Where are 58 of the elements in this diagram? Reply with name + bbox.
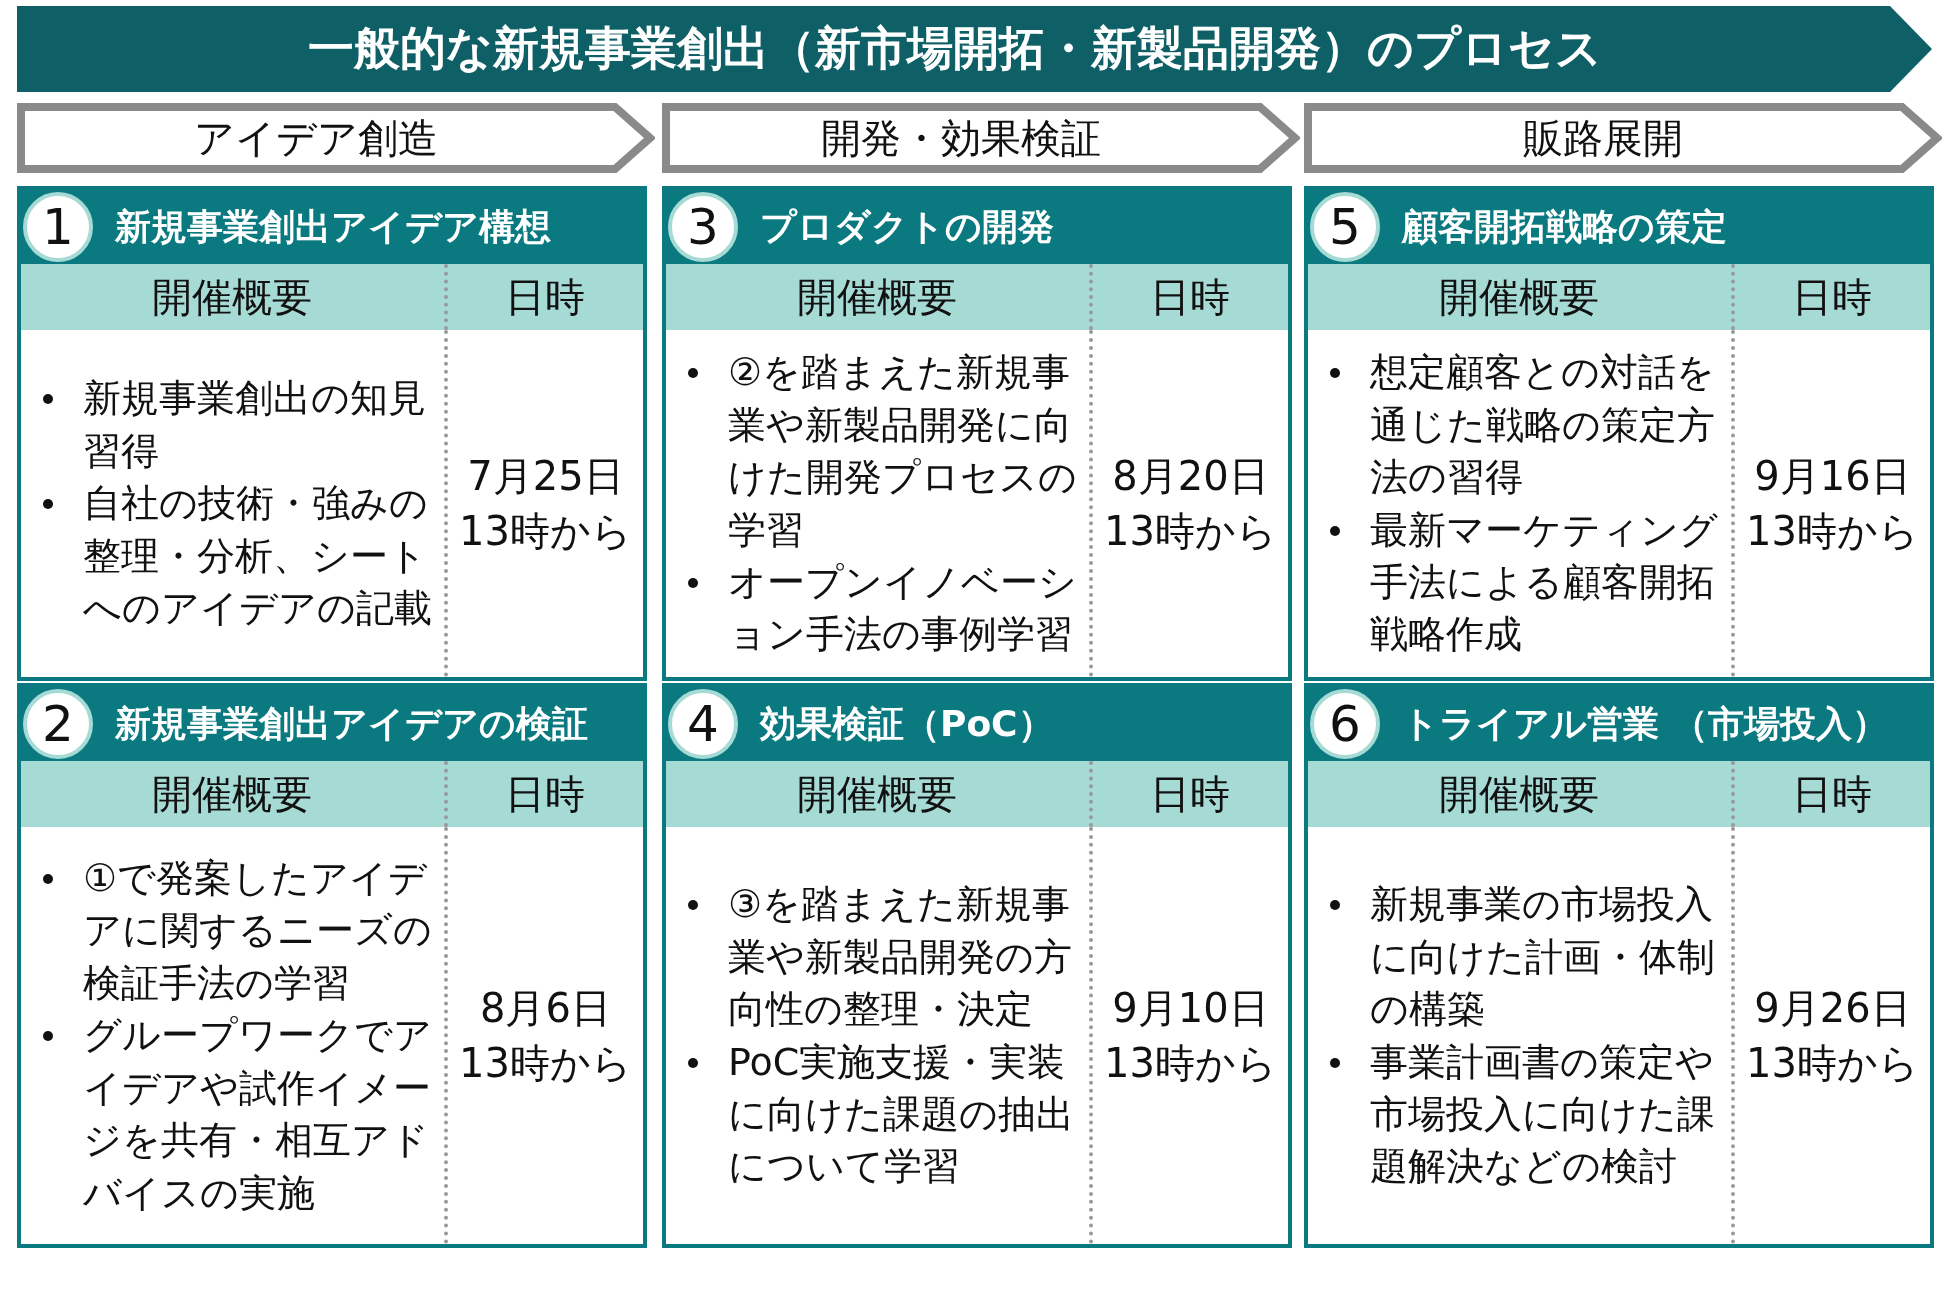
step-card (662, 186, 1292, 681)
time-text: 13時から (1746, 1038, 1919, 1088)
card-title: プロダクトの開発 (760, 204, 1054, 249)
step-number: 6 (1310, 689, 1380, 759)
time-text: 13時から (1104, 506, 1277, 556)
date-text: 8月6日 (480, 983, 611, 1033)
card-title: トライアル営業 （市場投入） (1402, 701, 1888, 746)
column-header: 開催概要 (797, 272, 958, 322)
column-header: 開催概要 (797, 769, 958, 819)
card-title: 新規事業創出アイデアの検証 (115, 701, 588, 746)
step-number: 3 (668, 192, 738, 262)
bullet-item: グループワークでアイデアや試作イメージを共有・相互アドバイスの実施 (83, 1013, 432, 1215)
column-header: 日時 (1792, 272, 1873, 322)
time-text: 13時から (459, 506, 632, 556)
step-number: 1 (23, 192, 93, 262)
date-text: 9月10日 (1112, 983, 1269, 1033)
bullet-item: ②を踏まえた新規事業や新製品開発に向けた開発プロセスの学習 (728, 350, 1077, 552)
step-card (1304, 186, 1934, 681)
phase-label: 販路展開 (1523, 113, 1683, 163)
time-text: 13時から (459, 1038, 632, 1088)
step-number: 5 (1310, 192, 1380, 262)
column-header: 日時 (505, 272, 586, 322)
date-text: 8月20日 (1112, 451, 1269, 501)
bullet-item: 最新マーケティング手法による顧客開拓戦略作成 (1370, 507, 1718, 657)
column-header: 開催概要 (1439, 769, 1600, 819)
bullet-item: ①で発案したアイデアに関するニーズの検証手法の学習 (83, 855, 432, 1005)
bullet-item: 新規事業創出の知見習得 (83, 376, 426, 473)
date-text: 9月16日 (1754, 451, 1911, 501)
bullet-item: 自社の技術・強みの整理・分析、シートへのアイデアの記載 (83, 481, 432, 631)
step-number: 4 (668, 689, 738, 759)
column-header: 日時 (505, 769, 586, 819)
column-header: 開催概要 (152, 272, 313, 322)
card-title: 新規事業創出アイデア構想 (115, 204, 551, 249)
card-title: 効果検証（PoC） (760, 701, 1054, 746)
time-text: 13時から (1104, 1038, 1277, 1088)
column-header: 日時 (1792, 769, 1873, 819)
column-header: 日時 (1150, 272, 1231, 322)
step-card (662, 683, 1292, 1248)
step-card (1304, 683, 1934, 1248)
phase-label: アイデア創造 (194, 113, 438, 163)
bullet-item: PoC実施支援・実装に向けた課題の抽出について学習 (728, 1039, 1074, 1189)
card-title: 顧客開拓戦略の策定 (1402, 204, 1727, 249)
column-header: 日時 (1150, 769, 1231, 819)
time-text: 13時から (1746, 506, 1919, 556)
date-text: 7月25日 (467, 451, 624, 501)
bullet-item: 事業計画書の策定や市場投入に向けた課題解決などの検討 (1370, 1039, 1715, 1189)
step-card (17, 683, 647, 1248)
bullet-item: ③を踏まえた新規事業や新製品開発の方向性の整理・決定 (728, 882, 1072, 1032)
phase-label: 開発・効果検証 (821, 113, 1101, 163)
column-header: 開催概要 (152, 769, 313, 819)
date-text: 9月26日 (1754, 983, 1911, 1033)
step-number: 2 (23, 689, 93, 759)
column-header: 開催概要 (1439, 272, 1600, 322)
bullet-item: 新規事業の市場投入に向けた計画・体制の構築 (1370, 882, 1715, 1032)
bullet-item: 想定顧客との対話を通じた戦略の策定方法の習得 (1370, 350, 1715, 500)
title: 一般的な新規事業創出（新市場開拓・新製品開発）のプロセス (307, 20, 1602, 77)
bullet-item: オープンイノベーション手法の事例学習 (728, 559, 1077, 657)
step-card (17, 186, 647, 681)
